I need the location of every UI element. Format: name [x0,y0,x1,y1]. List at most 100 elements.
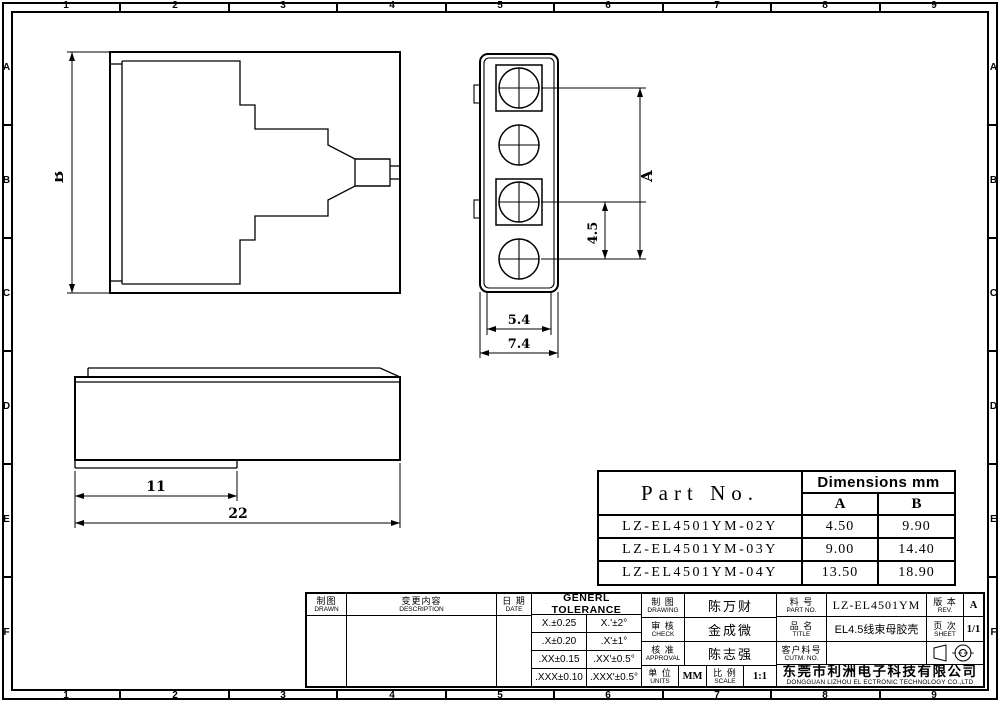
side-view-details [473,57,555,289]
rev-value: A [964,594,983,617]
front-view-outline [109,51,401,294]
revision-drawn-header: 制图 DRAWN [307,594,347,616]
company-name-en: DONGGUAN LIZHOU EL ECTRONIC TECHNOLOGY C… [786,679,974,686]
tolerance-cell: X.'±2° [587,615,642,633]
bottom-view: 11 22 [74,367,401,528]
bottom-view-details [74,367,401,469]
grid-tick [989,124,997,126]
description-label-en: DESCRIPTION [399,606,444,613]
grid-tick [553,3,555,11]
grid-tick [553,691,555,699]
approval-label: 核 准 APPROVAL [642,642,685,666]
grid-col-label: 1 [63,690,69,701]
dim-b-cell: 14.40 [877,537,956,562]
drawn-label-en: DRAWN [314,606,339,613]
front-view-inner-profile [110,60,400,285]
customer-no-label-cn: 客户料号 [781,644,822,655]
grid-col-label: 4 [389,0,395,11]
grid-row-label: E [3,514,10,525]
grid-row-label: B [989,175,998,186]
revision-description-header: 变更内容 DESCRIPTION [347,594,497,616]
grid-tick [445,691,447,699]
revision-description-area [347,616,497,686]
tolerance-title: GENERL TOLERANCE [532,594,642,615]
units-value: MM [679,666,707,686]
part-no-label: 料 号 PART NO. [777,594,827,617]
grid-row-label: C [989,288,998,299]
grid-col-label: 5 [497,690,503,701]
dim-outer-width: 7.4 [479,292,559,358]
drawn-label-cn: 制图 [316,596,337,606]
part-number-cell: LZ-EL4501YM-04Y [597,560,803,586]
bottom-view-outline [74,376,401,461]
tolerance-cell: .X'±1° [587,633,642,651]
sheet-value: 1/1 [964,617,983,642]
units-label-cn: 单 位 [648,667,672,678]
drawing-label-cn: 制 图 [651,597,675,607]
grid-row-label: C [2,288,11,299]
scale-value: 1:1 [744,666,777,686]
grid-row-label: D [989,401,998,412]
grid-col-label: 7 [714,0,720,11]
tolerance-cell: X.±0.25 [532,615,587,633]
dim-a-label: A [638,170,656,183]
dim-b-label: B [55,171,67,184]
rev-label-cn: 版 本 [933,596,957,607]
grid-col-label: 9 [931,0,937,11]
grid-col-label: 6 [605,0,611,11]
dim-pitch-label: 4.5 [586,222,601,245]
customer-no-label-en: CUTM. NO. [784,654,819,662]
title-block: 制图 DRAWN 变更内容 DESCRIPTION 日 期 DATE GENER… [305,592,985,688]
grid-row-label: A [989,62,998,73]
check-name: 金成微 [685,618,777,642]
grid-tick [989,237,997,239]
title-label: 品 名 TITLE [777,617,827,642]
dim-a-cell: 4.50 [801,514,879,539]
approval-name: 陈志强 [685,642,777,666]
drawing-name: 陈万财 [685,594,777,618]
grid-tick [336,3,338,11]
dim-b: B [55,51,110,294]
grid-col-label: 8 [822,690,828,701]
projection-symbol-icon [933,644,974,662]
grid-col-label: 3 [280,0,286,11]
company-name: 东莞市利洲电子科技有限公司 DONGGUAN LIZHOU EL ECTRONI… [777,665,983,686]
dim-a-cell: 9.00 [801,537,879,562]
dimensions-header: Dimensions mm [801,470,956,494]
grid-row-label: A [2,62,11,73]
revision-date-header: 日 期 DATE [497,594,532,616]
grid-tick [662,691,664,699]
date-label-cn: 日 期 [502,596,526,606]
side-view: A 4.5 5.4 7.4 [473,53,656,358]
date-label-en: DATE [505,606,523,613]
revision-drawn-area [307,616,347,686]
grid-tick [989,576,997,578]
table-row: LZ-EL4501YM-04Y 13.50 18.90 [597,560,956,586]
title-label-cn: 品 名 [789,620,814,631]
table-row: LZ-EL4501YM-03Y 9.00 14.40 [597,537,956,562]
part-no-header: Part No. [597,470,803,516]
customer-no-value [827,642,927,665]
scale-label-en: SCALE [714,677,736,685]
grid-col-label: 1 [63,0,69,11]
sheet-inner-border [11,11,989,691]
rev-label: 版 本 REV. [927,594,964,617]
grid-col-label: 4 [389,690,395,701]
projection-symbol-cell [927,642,983,665]
grid-tick [879,691,881,699]
part-dimensions-table: Part No. Dimensions mm A B LZ-EL4501YM-0… [597,470,956,586]
grid-col-label: 2 [172,0,178,11]
grid-tick [3,350,11,352]
grid-row-label: D [2,401,11,412]
grid-row-label: F [3,627,10,638]
grid-tick [119,3,121,11]
rev-label-en: REV. [937,606,953,614]
grid-col-label: 3 [280,690,286,701]
scale-label-cn: 比 例 [713,667,737,678]
grid-row-label: E [990,514,997,525]
dim-b-cell: 18.90 [877,560,956,586]
tolerance-cell: .XX±0.15 [532,651,587,669]
part-no-label-en: PART NO. [786,606,817,614]
dim-outer-width-label: 7.4 [508,337,531,352]
tolerance-cell: .XXX'±0.5° [587,669,642,686]
